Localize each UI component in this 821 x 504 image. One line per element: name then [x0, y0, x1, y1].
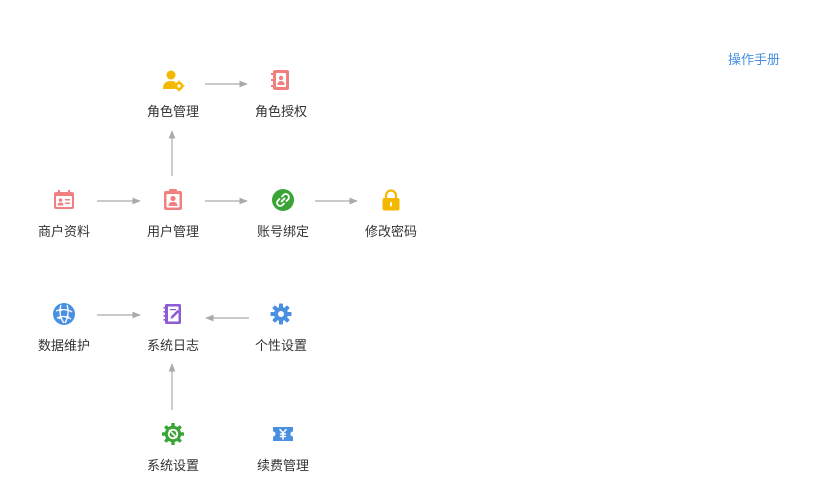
- node-label: 角色管理: [146, 105, 199, 120]
- node-account-binding[interactable]: 账号绑定: [243, 188, 323, 250]
- node-label: 系统日志: [146, 339, 199, 354]
- node-label: 数据维护: [37, 339, 90, 354]
- link-icon: [271, 188, 295, 212]
- node-role-authorization[interactable]: 角色授权: [241, 68, 321, 130]
- globe-network-icon: [52, 302, 76, 326]
- node-label: 商户资料: [37, 225, 90, 240]
- id-card-icon: [52, 188, 76, 212]
- node-label: 角色授权: [254, 105, 307, 120]
- node-personal-settings[interactable]: 个性设置: [241, 302, 321, 364]
- gear-icon: [269, 302, 293, 326]
- node-label: 用户管理: [146, 225, 199, 240]
- node-data-maintenance[interactable]: 数据维护: [24, 302, 104, 364]
- lock-icon: [379, 188, 403, 212]
- node-label: 系统设置: [146, 459, 199, 474]
- user-badge-icon: [161, 188, 185, 212]
- notebook-pen-icon: [161, 302, 185, 326]
- user-gear-icon: [161, 68, 185, 92]
- node-label: 修改密码: [364, 225, 417, 240]
- contact-book-icon: [269, 68, 293, 92]
- node-system-log[interactable]: 系统日志: [133, 302, 213, 364]
- node-label: 个性设置: [254, 339, 307, 354]
- node-renewal-management[interactable]: 续费管理: [243, 422, 323, 484]
- node-role-management[interactable]: 角色管理: [133, 68, 213, 130]
- ticket-yen-icon: [271, 422, 295, 446]
- node-change-password[interactable]: 修改密码: [351, 188, 431, 250]
- node-system-settings[interactable]: 系统设置: [133, 422, 213, 484]
- cog-icon: [161, 422, 185, 446]
- node-merchant-info[interactable]: 商户资料: [24, 188, 104, 250]
- node-user-management[interactable]: 用户管理: [133, 188, 213, 250]
- node-label: 续费管理: [256, 459, 309, 474]
- node-label: 账号绑定: [256, 225, 309, 240]
- manual-link[interactable]: 操作手册: [728, 53, 781, 68]
